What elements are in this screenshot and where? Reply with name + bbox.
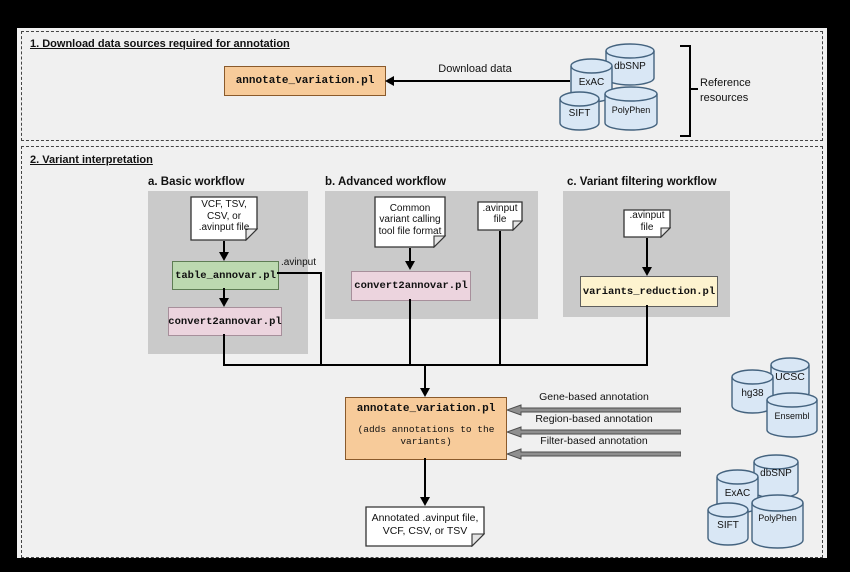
reference-bracket-nub: [690, 88, 698, 90]
annotate-variation-central-box: annotate_variation.pl (adds annotations …: [345, 397, 507, 460]
filter-annotation-arrow: [505, 447, 682, 465]
db-label: UCSC: [775, 371, 805, 384]
filtering-input-document: .avinput file: [623, 209, 671, 238]
edge-convert-basic-down: [223, 334, 225, 366]
central-box-note: (adds annotations to the variants): [357, 423, 495, 447]
edge-reduction-down: [646, 305, 648, 366]
db-cylinder-dbsnp-bottom: dbSNP: [753, 454, 799, 499]
arrowhead: [219, 298, 229, 307]
advanced-workflow-heading: b. Advanced workflow: [325, 176, 446, 188]
filtering-input-document-text: .avinput file: [629, 210, 665, 233]
db-label: dbSNP: [760, 468, 792, 480]
table-annovar-box: table_annovar.pl: [172, 261, 279, 290]
section1-title: 1. Download data sources required for an…: [30, 38, 290, 50]
edge-avinput-horizontal: [277, 272, 322, 274]
db-cylinder-hg38: hg38: [731, 369, 774, 414]
arrowhead: [405, 261, 415, 270]
basic-workflow-heading: a. Basic workflow: [148, 176, 245, 188]
edge-basic-doc-to-tool: [223, 241, 225, 253]
arrowhead: [420, 497, 430, 506]
advanced-input-document: Common variant calling tool file format: [374, 196, 446, 248]
db-label: PolyPhen: [758, 513, 797, 524]
edge-tool-to-convert: [223, 288, 225, 299]
reference-resources-label: Reference resources: [700, 77, 751, 104]
filter-annotation-label: Filter-based annotation: [540, 435, 648, 447]
output-document: Annotated .avinput file, VCF, CSV, or TS…: [365, 506, 485, 547]
db-cylinder-dbsnp-top: dbSNP: [605, 43, 655, 86]
db-label: Ensembl: [774, 411, 810, 422]
arrowhead: [420, 388, 430, 397]
edge-filtering-doc-to-tool: [646, 238, 648, 268]
edge-central-to-output: [424, 458, 426, 498]
db-cylinder-polyphen-bottom: PolyPhen: [751, 494, 804, 549]
reference-bracket: [680, 45, 691, 137]
convert2annovar-basic-box: convert2annovar.pl: [168, 307, 282, 336]
output-document-text: Annotated .avinput file, VCF, CSV, or TS…: [371, 512, 479, 537]
db-cylinder-polyphen-top: PolyPhen: [604, 86, 658, 131]
edge-bus: [223, 364, 648, 366]
edge-bus-to-central: [424, 366, 426, 389]
region-annotation-label: Region-based annotation: [535, 413, 653, 425]
edge-convert-advanced-down: [409, 299, 411, 366]
section2-title: 2. Variant interpretation: [30, 154, 153, 166]
db-cylinder-sift-bottom: SIFT: [707, 502, 749, 546]
db-label: hg38: [741, 387, 764, 399]
advanced-avinput-document-text: .avinput file: [482, 202, 518, 226]
db-label: dbSNP: [614, 61, 646, 73]
arrowhead: [219, 252, 229, 261]
db-cylinder-sift-top: SIFT: [559, 91, 600, 131]
db-cylinder-ucsc: UCSC: [770, 357, 810, 401]
edge-avinput-doc-down: [499, 231, 501, 366]
annotate-variation-download-box: annotate_variation.pl: [224, 66, 386, 96]
db-cylinder-ensembl: Ensembl: [766, 392, 818, 438]
download-data-label: Download data: [438, 63, 512, 75]
download-arrow-line: [394, 80, 570, 82]
advanced-avinput-document: .avinput file: [477, 201, 523, 231]
db-label: SIFT: [568, 107, 591, 119]
gene-annotation-label: Gene-based annotation: [539, 391, 649, 403]
db-label: SIFT: [717, 520, 739, 532]
download-arrowhead: [385, 76, 394, 86]
basic-input-document: VCF, TSV, CSV, or .avinput file: [190, 196, 258, 241]
central-box-title: annotate_variation.pl: [356, 402, 496, 415]
variants-reduction-box: variants_reduction.pl: [580, 276, 718, 307]
db-label: ExAC: [578, 76, 605, 88]
db-label: ExAC: [724, 487, 751, 499]
db-cylinder-exac-bottom: ExAC: [716, 469, 759, 514]
advanced-input-document-text: Common variant calling tool file format: [378, 202, 442, 237]
arrowhead: [642, 267, 652, 276]
convert2annovar-advanced-box: convert2annovar.pl: [351, 271, 471, 301]
edge-avinput-vertical: [320, 272, 322, 366]
db-label: PolyPhen: [611, 104, 651, 115]
avinput-edge-label: .avinput: [281, 257, 317, 268]
basic-input-document-text: VCF, TSV, CSV, or .avinput file: [198, 199, 250, 234]
edge-advanced-doc-to-tool: [409, 248, 411, 262]
filtering-workflow-heading: c. Variant filtering workflow: [567, 176, 717, 188]
